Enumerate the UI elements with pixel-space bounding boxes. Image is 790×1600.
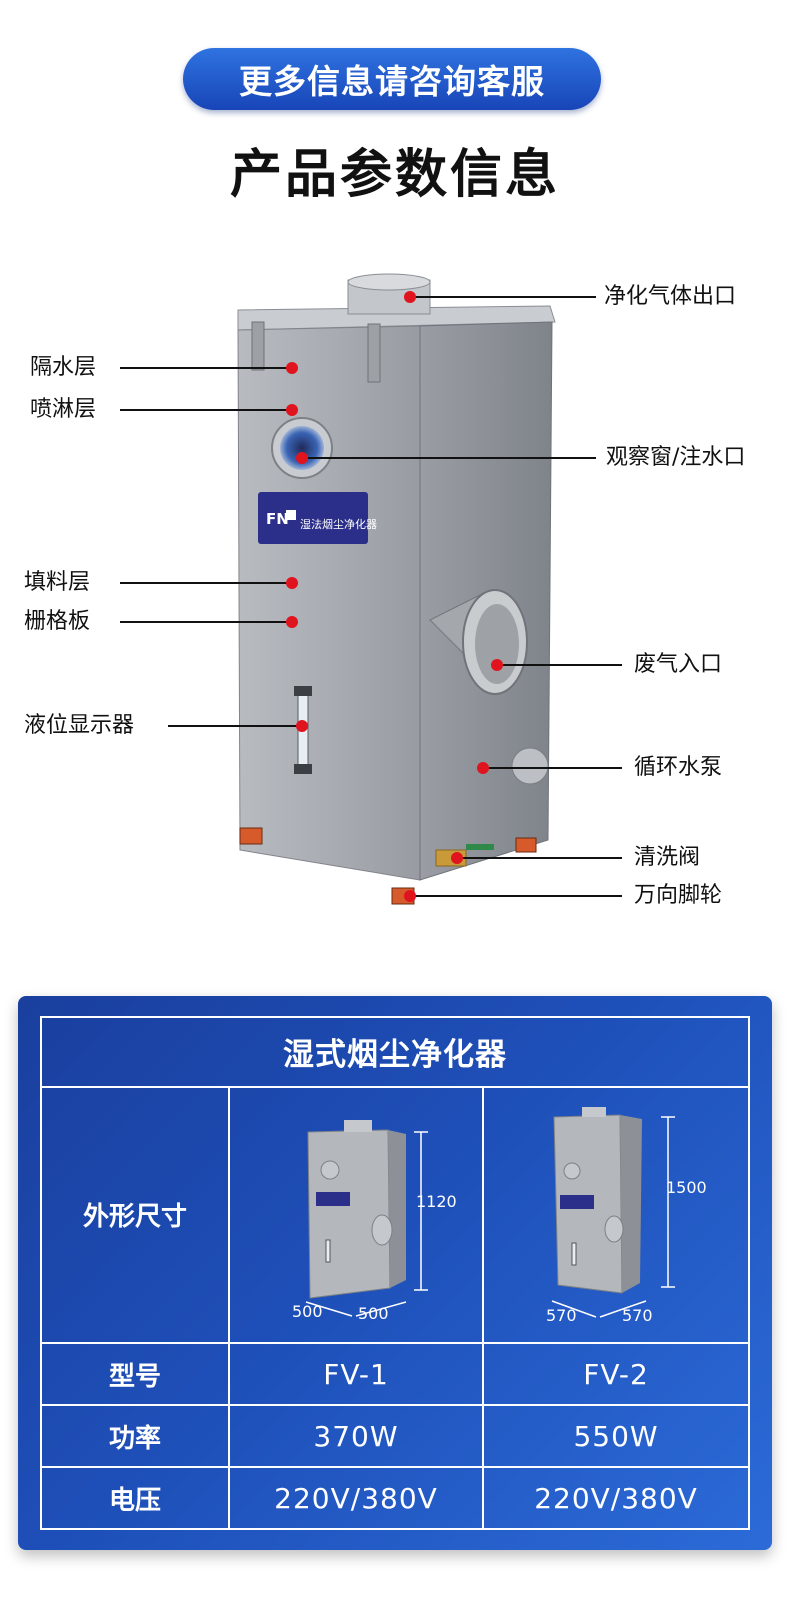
fv1-depth-label: 500 [358, 1303, 389, 1323]
callout-packing-layer: 填料层 [24, 570, 91, 595]
fv1-unit-icon [305, 1119, 428, 1317]
product-diagram: FN 湿法烟尘净化器 [0, 260, 790, 940]
fv2-depth-label: 570 [622, 1305, 653, 1325]
brand-logo-mark: FN [266, 510, 289, 528]
table-row: 外形尺寸 1120 500 500 [40, 1085, 751, 1345]
contact-service-text: 更多信息请咨询客服 [239, 62, 545, 101]
row-label-dimensions: 外形尺寸 [40, 1085, 230, 1345]
row-label-voltage: 电压 [40, 1466, 230, 1530]
fv2-dimension-drawing: 1500 570 570 [481, 1085, 751, 1345]
callout-grid-plate: 栅格板 [24, 609, 91, 634]
fv1-model: FV-1 [228, 1342, 484, 1407]
callout-wash-valve: 清洗阀 [634, 845, 701, 870]
fv2-unit-icon [551, 1106, 675, 1318]
table-row: 功率 370W 550W [40, 1404, 751, 1468]
fv2-power: 550W [481, 1404, 751, 1468]
fv2-model: FV-2 [481, 1342, 751, 1407]
callout-exhaust-inlet: 废气入口 [634, 652, 723, 677]
callout-clean-outlet: 净化气体出口 [604, 284, 737, 309]
spec-table: 湿式烟尘净化器 外形尺寸 1120 [39, 1016, 751, 1530]
spec-table-title-row: 湿式烟尘净化器 [39, 1016, 751, 1088]
table-row: 型号 FV-1 FV-2 [40, 1342, 751, 1407]
callout-spray-layer: 喷淋层 [30, 397, 97, 422]
row-label-model: 型号 [40, 1342, 230, 1407]
fv1-voltage: 220V/380V [228, 1466, 484, 1530]
callout-level-indicator: 液位显示器 [24, 713, 135, 738]
fv1-power: 370W [228, 1404, 484, 1468]
row-label-power: 功率 [40, 1404, 230, 1468]
callout-dots [286, 291, 503, 902]
spec-panel: 湿式烟尘净化器 外形尺寸 1120 [18, 996, 772, 1550]
page-title: 产品参数信息 [229, 145, 560, 205]
callout-water-barrier: 隔水层 [30, 355, 97, 380]
purifier-illustration: FN 湿法烟尘净化器 [120, 273, 622, 905]
spec-table-title: 湿式烟尘净化器 [39, 1016, 751, 1088]
table-row: 电压 220V/380V 220V/380V [40, 1466, 751, 1530]
fv1-dimension-drawing: 1120 500 500 [228, 1085, 484, 1345]
fv1-width-label: 500 [292, 1301, 323, 1321]
contact-service-banner[interactable]: 更多信息请咨询客服 [183, 48, 601, 110]
callout-pump: 循环水泵 [634, 755, 723, 780]
callout-lines [120, 296, 622, 897]
fv1-height-label: 1120 [416, 1191, 457, 1211]
callout-casters: 万向脚轮 [634, 883, 723, 908]
badge-label: 湿法烟尘净化器 [300, 517, 377, 531]
fv2-voltage: 220V/380V [481, 1466, 751, 1530]
fv2-width-label: 570 [546, 1305, 577, 1325]
callout-window-inlet: 观察窗/注水口 [606, 445, 746, 470]
fv2-height-label: 1500 [666, 1177, 707, 1197]
